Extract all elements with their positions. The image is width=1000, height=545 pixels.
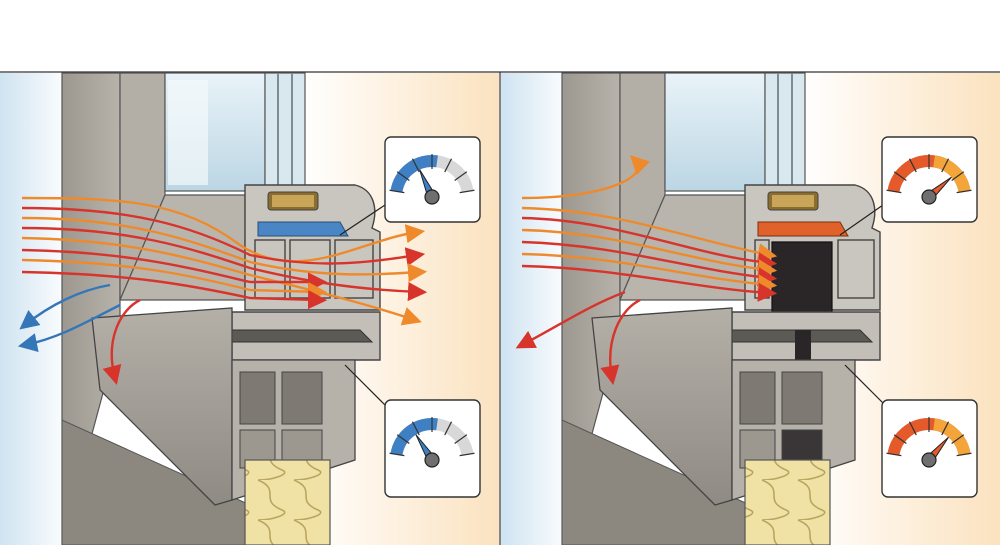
frost-on-glass	[168, 80, 208, 185]
left-panel	[0, 72, 499, 545]
heat-flow-arrow-icon	[102, 298, 141, 385]
right-panel	[501, 72, 1000, 545]
window-sill	[591, 307, 733, 506]
heat-flow-arrow-icon	[21, 258, 328, 302]
heat-flow-arrows	[515, 154, 778, 386]
heat-flow-arrow-icon	[521, 240, 778, 287]
heat-flow-arrows	[21, 196, 428, 385]
heat-flow-arrow-icon	[21, 206, 426, 267]
heat-flow-arrow-icon	[21, 248, 328, 292]
thermometer-gauge-icon	[384, 399, 481, 498]
wall-insulation	[744, 459, 831, 545]
heat-flow-arrow-icon	[521, 264, 778, 302]
heat-flow-arrow-icon	[521, 252, 778, 294]
heat-flow-arrow-icon	[521, 216, 778, 272]
wall-insulation	[244, 459, 331, 545]
thermometer-gauge-icon	[881, 136, 978, 223]
heat-flow-arrow-icon	[21, 270, 328, 310]
heat-flow-arrow-icon	[21, 226, 428, 302]
cold-flow-arrow-icon	[17, 303, 121, 353]
sash-profile	[244, 184, 381, 311]
outside-cold-area	[501, 73, 571, 545]
heat-flow-arrow-icon	[515, 290, 626, 349]
heat-flow-arrow-icon	[521, 206, 778, 263]
heat-flow-arrow-icon	[21, 216, 428, 283]
glass-unit-edge	[764, 72, 806, 192]
outside-cold-area	[0, 73, 70, 545]
cold-flow-arrow-icon	[19, 283, 111, 330]
glass-unit-edge	[264, 72, 306, 192]
heat-flow-arrow-icon	[521, 154, 651, 200]
heat-flow-arrow-icon	[21, 236, 422, 326]
heat-flow-arrow-icon	[21, 196, 426, 263]
glass-pane	[664, 72, 766, 192]
heat-flow-arrow-icon	[521, 228, 778, 279]
gasket-blue	[257, 221, 349, 237]
thermometer-gauge-icon	[384, 136, 481, 223]
window-sill	[91, 307, 233, 506]
thermometer-gauge-icon	[881, 399, 978, 498]
heat-flow-arrow-icon	[600, 298, 641, 386]
gasket-orange	[757, 221, 849, 237]
cold-flow-arrows	[17, 283, 121, 353]
